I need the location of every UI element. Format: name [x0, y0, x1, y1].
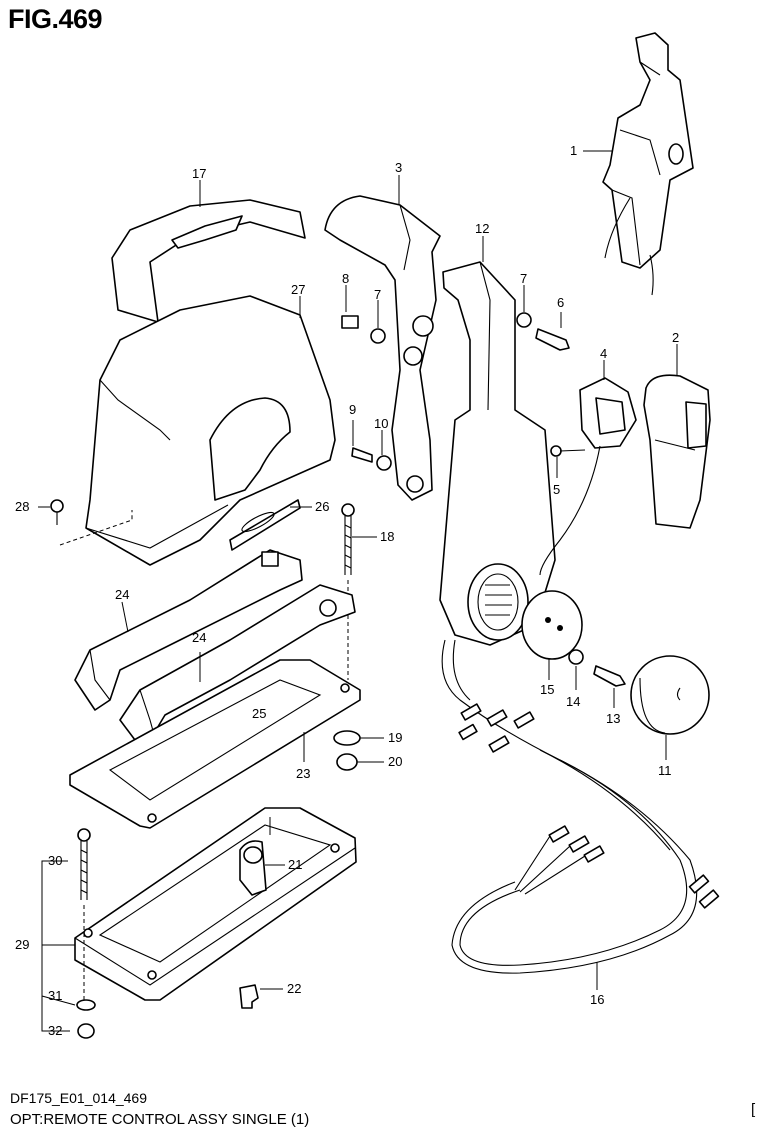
callout-18: 18 — [380, 529, 394, 544]
parts-19-20-washer-nut — [333, 730, 384, 771]
part-16-wire-harness — [441, 639, 720, 990]
callout-24a: 24 — [115, 587, 129, 602]
part-5-screw — [550, 445, 586, 478]
callout-22: 22 — [287, 981, 301, 996]
part-26-seal — [229, 499, 312, 551]
callout-2: 2 — [672, 330, 679, 345]
part-28-screw — [38, 499, 133, 546]
parts-9-10-fasteners — [351, 420, 392, 471]
part-24-bracket-upper — [74, 549, 303, 711]
callout-1: 1 — [570, 143, 577, 158]
part-1-control-handle — [583, 32, 694, 296]
part-2-grip-cover — [643, 344, 711, 529]
callout-19: 19 — [388, 730, 402, 745]
callout-20: 20 — [388, 754, 402, 769]
callout-31: 31 — [48, 988, 62, 1003]
page-mark: [ — [751, 1101, 756, 1118]
part-23-gasket — [69, 659, 361, 829]
callout-4: 4 — [600, 346, 607, 361]
part-3-lever-arm — [324, 175, 441, 501]
callout-10: 10 — [374, 416, 388, 431]
part-29-base-box — [74, 807, 357, 1001]
callout-17: 17 — [192, 166, 206, 181]
callout-14: 14 — [566, 694, 580, 709]
callout-labels: 1 2 3 4 5 6 7 7 8 9 10 11 12 13 14 15 16… — [15, 143, 679, 1038]
callout-12: 12 — [475, 221, 489, 236]
callout-30: 30 — [48, 853, 62, 868]
callout-7a: 7 — [520, 271, 527, 286]
part-27-housing-cover — [85, 295, 336, 566]
part-18-bolt — [341, 503, 377, 680]
callout-25: 25 — [252, 706, 266, 721]
callout-8: 8 — [342, 271, 349, 286]
part-12-control-body — [439, 236, 556, 646]
callout-3: 3 — [395, 160, 402, 175]
callout-16: 16 — [590, 992, 604, 1007]
part-4-switch — [539, 360, 637, 576]
part-17-top-cover — [111, 180, 306, 323]
callout-23: 23 — [296, 766, 310, 781]
callout-15: 15 — [540, 682, 554, 697]
callout-6: 6 — [557, 295, 564, 310]
callout-11: 11 — [658, 763, 672, 778]
callout-9: 9 — [349, 402, 356, 417]
figure-title: FIG.469 — [8, 4, 103, 34]
callout-29: 29 — [15, 937, 29, 952]
parts-6-7-8-fasteners — [341, 285, 570, 351]
callout-7b: 7 — [374, 287, 381, 302]
part-21-clip — [239, 840, 285, 896]
callout-24b: 24 — [192, 630, 206, 645]
callout-21: 21 — [288, 857, 302, 872]
part-22-clip — [239, 984, 283, 1009]
part-11-cap — [630, 655, 710, 760]
callout-26: 26 — [315, 499, 329, 514]
callout-32: 32 — [48, 1023, 62, 1038]
callout-28: 28 — [15, 499, 29, 514]
callout-5: 5 — [553, 482, 560, 497]
parts-13-14-15 — [521, 590, 626, 708]
figure-caption: OPT:REMOTE CONTROL ASSY SINGLE (1) — [10, 1111, 310, 1128]
callout-13: 13 — [606, 711, 620, 726]
model-code: DF175_E01_014_469 — [10, 1090, 148, 1106]
callout-27: 27 — [291, 282, 305, 297]
parts-30-31-32 — [41, 828, 96, 1039]
